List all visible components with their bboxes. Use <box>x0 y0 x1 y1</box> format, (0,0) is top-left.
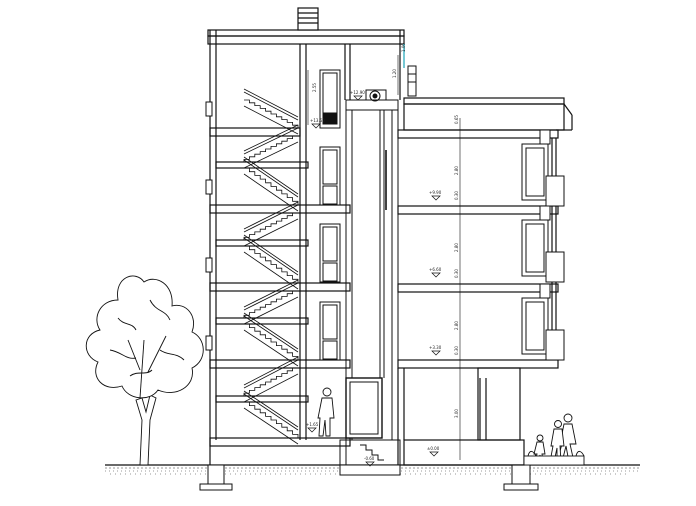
core-doors <box>319 69 341 361</box>
foundations <box>199 464 539 491</box>
level-labels: +9.90 +6.60 +3.30 ±0.00 +1.65 -0.60 +12.… <box>306 90 442 461</box>
roof-vent <box>407 65 417 97</box>
dim-roof-slab: 0.65 <box>454 115 459 124</box>
stair-flight-3a <box>243 201 299 247</box>
dim-floor2: 2.80 <box>454 243 459 252</box>
stair-flight-3b <box>243 156 299 212</box>
dim-machine-room: 1.20 <box>392 69 397 78</box>
dim-floor3: 2.80 <box>454 166 459 175</box>
stair-flight-4b <box>243 88 299 135</box>
level-ground: ±0.00 <box>427 446 440 451</box>
dimension-lines <box>307 55 464 460</box>
facade-windows <box>521 129 565 361</box>
stair-flight-1b <box>243 312 299 367</box>
elevator-shaft <box>339 89 401 466</box>
stair-flights <box>243 88 299 445</box>
level-floor2: +6.60 <box>429 267 442 272</box>
person-icon-inside <box>317 387 335 437</box>
planter <box>523 450 585 466</box>
adult-figure-icon <box>549 413 577 463</box>
dim-slab-1: 0.30 <box>454 346 459 355</box>
level-machine-room: +12.90 <box>350 90 365 95</box>
level-floor3: +9.90 <box>429 190 442 195</box>
level-floor1: +3.30 <box>429 345 442 350</box>
dim-stair-top: 2.55 <box>312 83 317 92</box>
left-wall-openings <box>205 101 213 351</box>
tree-icon <box>85 275 204 466</box>
level-landing: +1.65 <box>306 422 319 427</box>
stair-flight-g-up <box>243 390 299 445</box>
apartment-block <box>397 97 573 466</box>
dim-slab-3: 0.30 <box>454 191 459 200</box>
level-roof-stair: +13.50 <box>310 118 325 123</box>
dimension-labels: 0.65 2.80 0.30 2.80 0.30 2.80 0.30 3.00 … <box>312 43 459 418</box>
dim-ground-floor: 3.00 <box>454 409 459 418</box>
stair-flight-2b <box>243 234 299 290</box>
level-pit: -0.60 <box>364 456 375 461</box>
stair-tower <box>207 7 405 465</box>
stair-flight-1a <box>243 356 299 403</box>
dim-slab-2: 0.30 <box>454 269 459 278</box>
dim-floor1: 2.80 <box>454 321 459 330</box>
level-markers <box>307 95 441 467</box>
stair-flight-2a <box>243 279 299 325</box>
dim-parapet: 1.00 <box>401 43 406 52</box>
